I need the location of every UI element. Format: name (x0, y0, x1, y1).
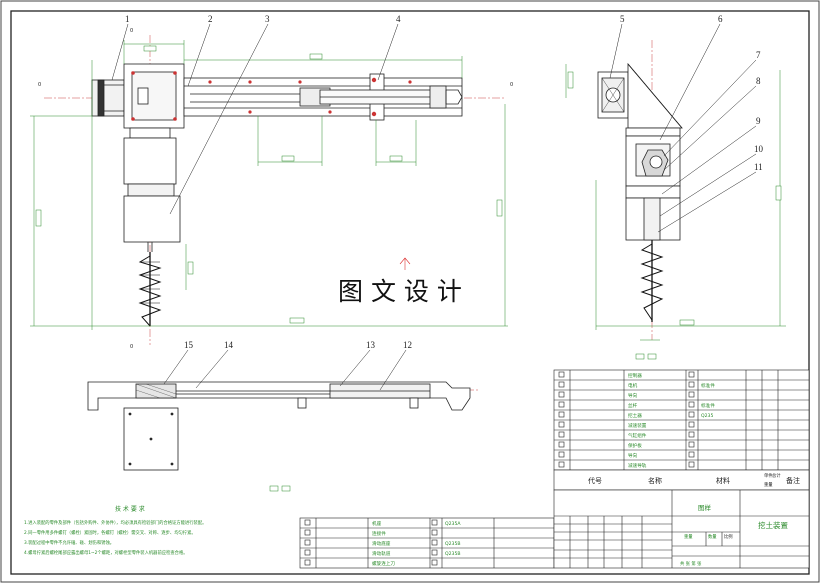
qty-label: 数量 (708, 533, 717, 540)
sheet-label: 图样 (698, 503, 712, 512)
pb-name-4: 滑动轨道 (372, 550, 391, 557)
callout-13: 13 (366, 340, 376, 350)
callout-15: 15 (184, 340, 194, 350)
pb-name-3: 滑动底座 (372, 540, 391, 547)
tech-note-4: 4.螺母拧紧后螺栓尾部应露出螺母1~2个螺距，对螺栓型零件装入机器前应检查合格。 (24, 549, 188, 556)
callout-8: 8 (756, 76, 761, 86)
callout-4: 4 (396, 14, 401, 24)
callout-7: 7 (756, 50, 761, 60)
pb-name-5: 螺旋连上刀 (372, 560, 395, 567)
hdr-weight: 重量 (764, 481, 773, 488)
svg-text:0: 0 (130, 28, 133, 34)
callout-1: 1 (125, 14, 130, 24)
pr-name-2: 电机 (628, 382, 638, 389)
callout-9: 9 (756, 116, 761, 126)
tech-note-2: 2.同一零件用多件螺钉（螺栓）紧固时，各螺钉（螺栓）需交叉、对称、逐步、均匀拧紧… (24, 529, 196, 536)
pb-mat-4: Q235B (445, 551, 461, 557)
watermark-text: 图 文 设 计 (338, 277, 462, 306)
callout-11: 11 (754, 162, 763, 172)
svg-text:0: 0 (130, 344, 133, 350)
inner-frame (10, 10, 810, 575)
hdr-code: 代号 (588, 476, 602, 485)
pb-name-1: 机座 (372, 520, 382, 527)
tech-note-3: 3.装配过程中零件不允许磕、碰、划伤和锈蚀。 (24, 539, 114, 546)
parts-list-bottom (299, 517, 555, 569)
pb-mat-3: Q235B (445, 541, 461, 547)
hdr-total: 总计 (772, 472, 781, 479)
pr-name-8: 保护板 (628, 442, 642, 449)
title-block-text: 图样 挖土装置 比例 数量 重量 共 张 第 张 (680, 503, 788, 567)
ratio-label: 比例 (724, 533, 733, 540)
hdr-remark: 备注 (786, 476, 800, 485)
title-block (553, 489, 810, 569)
pr-name-9: 导向 (628, 452, 638, 459)
tech-note-1: 1.进入装配的零件及部件（包括外购件、外协件），均必须具有检验部门的合格证方能进… (24, 519, 206, 526)
svg-text:0: 0 (38, 82, 41, 88)
pr-name-6: 减速装置 (628, 422, 647, 429)
pr-name-5: 挖土器 (628, 412, 642, 419)
pr-name-4: 丝杆 (628, 402, 638, 409)
pr-mat-2: 标准件 (701, 382, 715, 389)
callout-numbers: 1 2 3 4 5 6 7 8 9 10 11 12 13 14 15 (125, 14, 764, 350)
callout-6: 6 (718, 14, 723, 24)
pr-name-1: 控制器 (628, 372, 642, 379)
hdr-unit: 单件 (764, 472, 773, 479)
pr-name-10: 减速导轨 (628, 462, 647, 469)
callout-5: 5 (620, 14, 625, 24)
weight-label: 重量 (684, 533, 693, 540)
pr-name-3: 导向 (628, 392, 638, 399)
parts-list-right (553, 369, 810, 491)
sheet-number: 共 张 第 张 (680, 560, 702, 567)
pb-name-2: 连接件 (372, 530, 386, 537)
svg-text:0: 0 (510, 82, 513, 88)
drawing-title: 挖土装置 (758, 520, 788, 530)
callout-3: 3 (265, 14, 270, 24)
pr-mat-4: 标准件 (701, 402, 715, 409)
tech-title: 技 术 要 求 (115, 505, 145, 513)
pr-mat-5: Q235 (701, 413, 713, 419)
callout-2: 2 (208, 14, 213, 24)
pr-name-7: 气缸组件 (628, 432, 647, 439)
pb-mat-1: Q235A (445, 521, 461, 527)
parts-list-header: 代号 名称 材料 单件 总计 重量 备注 (588, 472, 800, 488)
top-view (87, 349, 480, 492)
parts-list-right-text: 控制器 电机 标准件 导向 丝杆 标准件 挖土器 Q235 减速装置 气缸组件 … (628, 372, 715, 469)
callout-12: 12 (403, 340, 412, 350)
parts-list-bottom-text: 机座 Q235A 连接件 滑动底座 Q235B 滑动轨道 Q235B 螺旋连上刀 (372, 520, 461, 567)
side-view (565, 23, 786, 360)
hdr-material: 材料 (716, 476, 730, 485)
callout-10: 10 (754, 144, 764, 154)
technical-requirements: 技 术 要 求 1.进入装配的零件及部件（包括外购件、外协件），均必须具有检验部… (24, 505, 206, 556)
hdr-name: 名称 (648, 476, 662, 485)
callout-14: 14 (224, 340, 234, 350)
front-view: 0 0 0 0 (30, 23, 513, 350)
